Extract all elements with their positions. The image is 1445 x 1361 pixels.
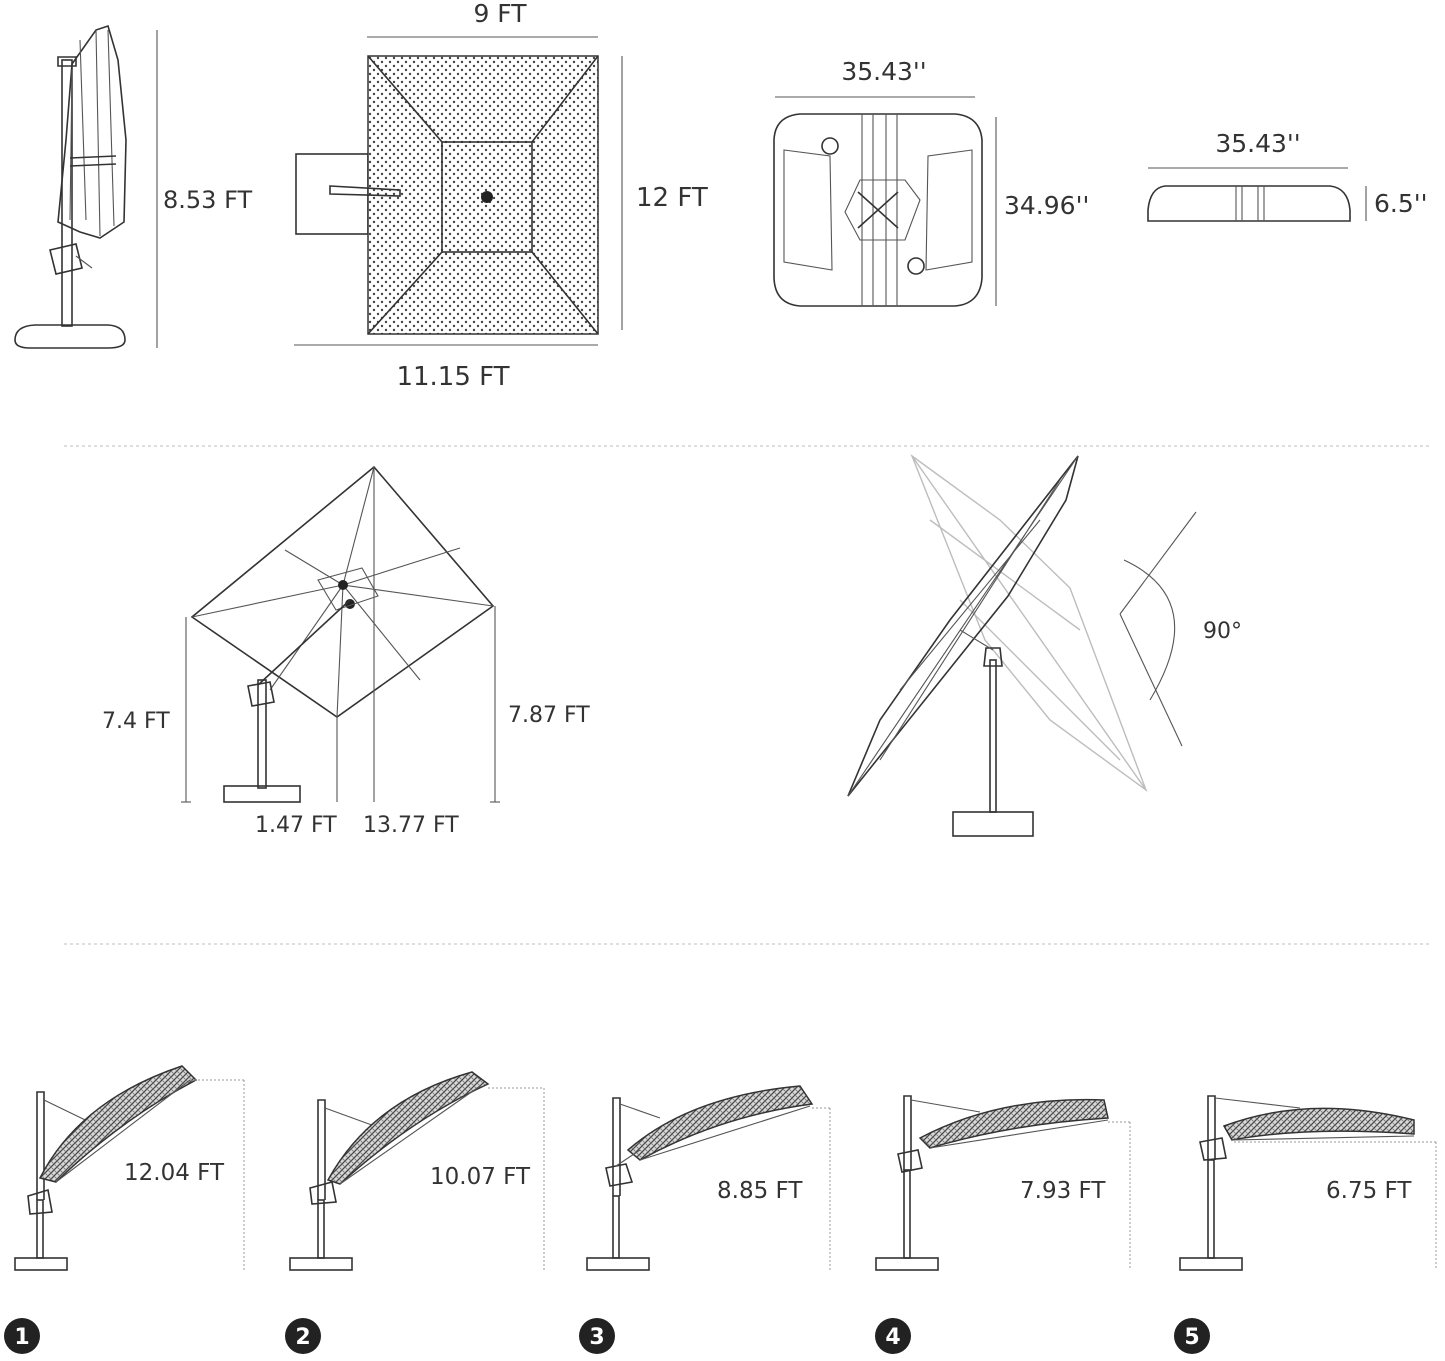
- base-height-label: 6.5'': [1374, 189, 1428, 218]
- tilt-3-height-label: 8.85 FT: [717, 1178, 803, 1204]
- tilt-angle-label: 90°: [1203, 619, 1242, 644]
- side-height-label: 8.53 FT: [163, 186, 252, 214]
- offset-label: 1.47 FT: [255, 813, 337, 838]
- right-height-label: 7.87 FT: [508, 703, 590, 728]
- tilt-2-number: 2: [295, 1325, 310, 1350]
- tilt-3-number: 3: [589, 1325, 604, 1350]
- base-side-width-label: 35.43'': [1215, 129, 1300, 158]
- tilt-1-badge: 1: [4, 1318, 40, 1354]
- tilt-4-number: 4: [885, 1325, 900, 1350]
- tilt-1-number: 1: [14, 1325, 29, 1350]
- tilt-2-height-label: 10.07 FT: [430, 1164, 531, 1190]
- left-height-label: 7.4 FT: [102, 709, 170, 734]
- tilt-5-badge: 5: [1174, 1318, 1210, 1354]
- tilt-position-1: [14, 1065, 245, 1271]
- tilt-3-badge: 3: [579, 1318, 615, 1354]
- tilt-position-2: [289, 1071, 545, 1271]
- span-label: 13.77 FT: [363, 813, 459, 838]
- open-umbrella-drawing: [190, 465, 495, 803]
- base-depth-label: 34.96'': [1004, 191, 1089, 220]
- overall-length-label: 11.15 FT: [396, 362, 509, 392]
- tilt-position-4: [875, 1095, 1131, 1271]
- tilt-1-height-label: 12.04 FT: [124, 1160, 225, 1186]
- tilt-2-badge: 2: [285, 1318, 321, 1354]
- tilt-rotation-drawing: [847, 454, 1197, 837]
- tilt-4-badge: 4: [875, 1318, 911, 1354]
- tilt-5-number: 5: [1184, 1325, 1199, 1350]
- folded-umbrella-drawing: [14, 24, 127, 349]
- tilt-position-5: [1179, 1095, 1437, 1271]
- canopy-width-label: 9 FT: [473, 0, 527, 28]
- base-top-view-drawing: [773, 113, 983, 307]
- canopy-depth-label: 12 FT: [636, 183, 708, 213]
- tilt-position-3: [586, 1085, 831, 1271]
- base-side-view-drawing: [1147, 185, 1351, 222]
- canopy-top-view-drawing: [295, 55, 599, 335]
- tilt-4-height-label: 7.93 FT: [1020, 1178, 1106, 1204]
- base-width-label: 35.43'': [841, 57, 926, 86]
- tilt-5-height-label: 6.75 FT: [1326, 1178, 1412, 1204]
